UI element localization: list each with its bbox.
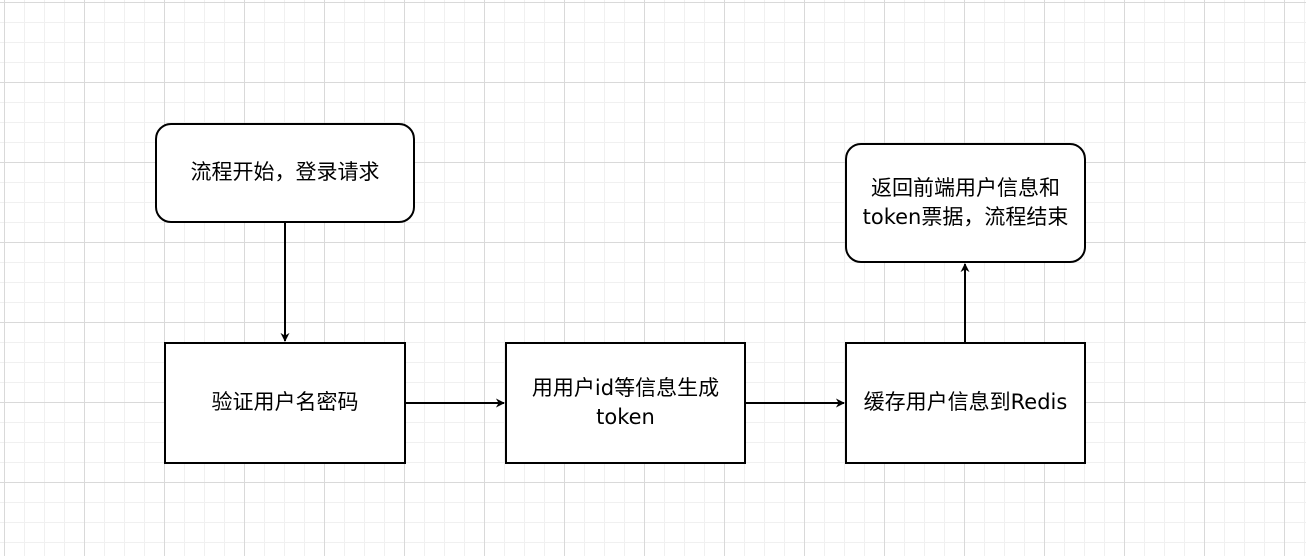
node-generate-token[interactable]: 用用户id等信息生成 token bbox=[505, 342, 746, 464]
node-generate-token-line1: 用用户id等信息生成 bbox=[531, 375, 720, 400]
node-generate-token-line2: token bbox=[596, 405, 655, 429]
node-verify-credentials-label: 验证用户名密码 bbox=[211, 390, 359, 415]
node-end[interactable]: 返回前端用户信息和 token票据，流程结束 bbox=[845, 143, 1086, 263]
node-verify-credentials[interactable]: 验证用户名密码 bbox=[164, 342, 406, 464]
node-cache-redis[interactable]: 缓存用户信息到Redis bbox=[845, 342, 1086, 464]
node-end-line2: token票据，流程结束 bbox=[862, 205, 1069, 229]
node-start[interactable]: 流程开始，登录请求 bbox=[155, 123, 415, 223]
node-end-line1: 返回前端用户信息和 bbox=[870, 175, 1060, 200]
node-start-label: 流程开始，登录请求 bbox=[190, 160, 380, 185]
node-cache-redis-label: 缓存用户信息到Redis bbox=[863, 390, 1068, 415]
